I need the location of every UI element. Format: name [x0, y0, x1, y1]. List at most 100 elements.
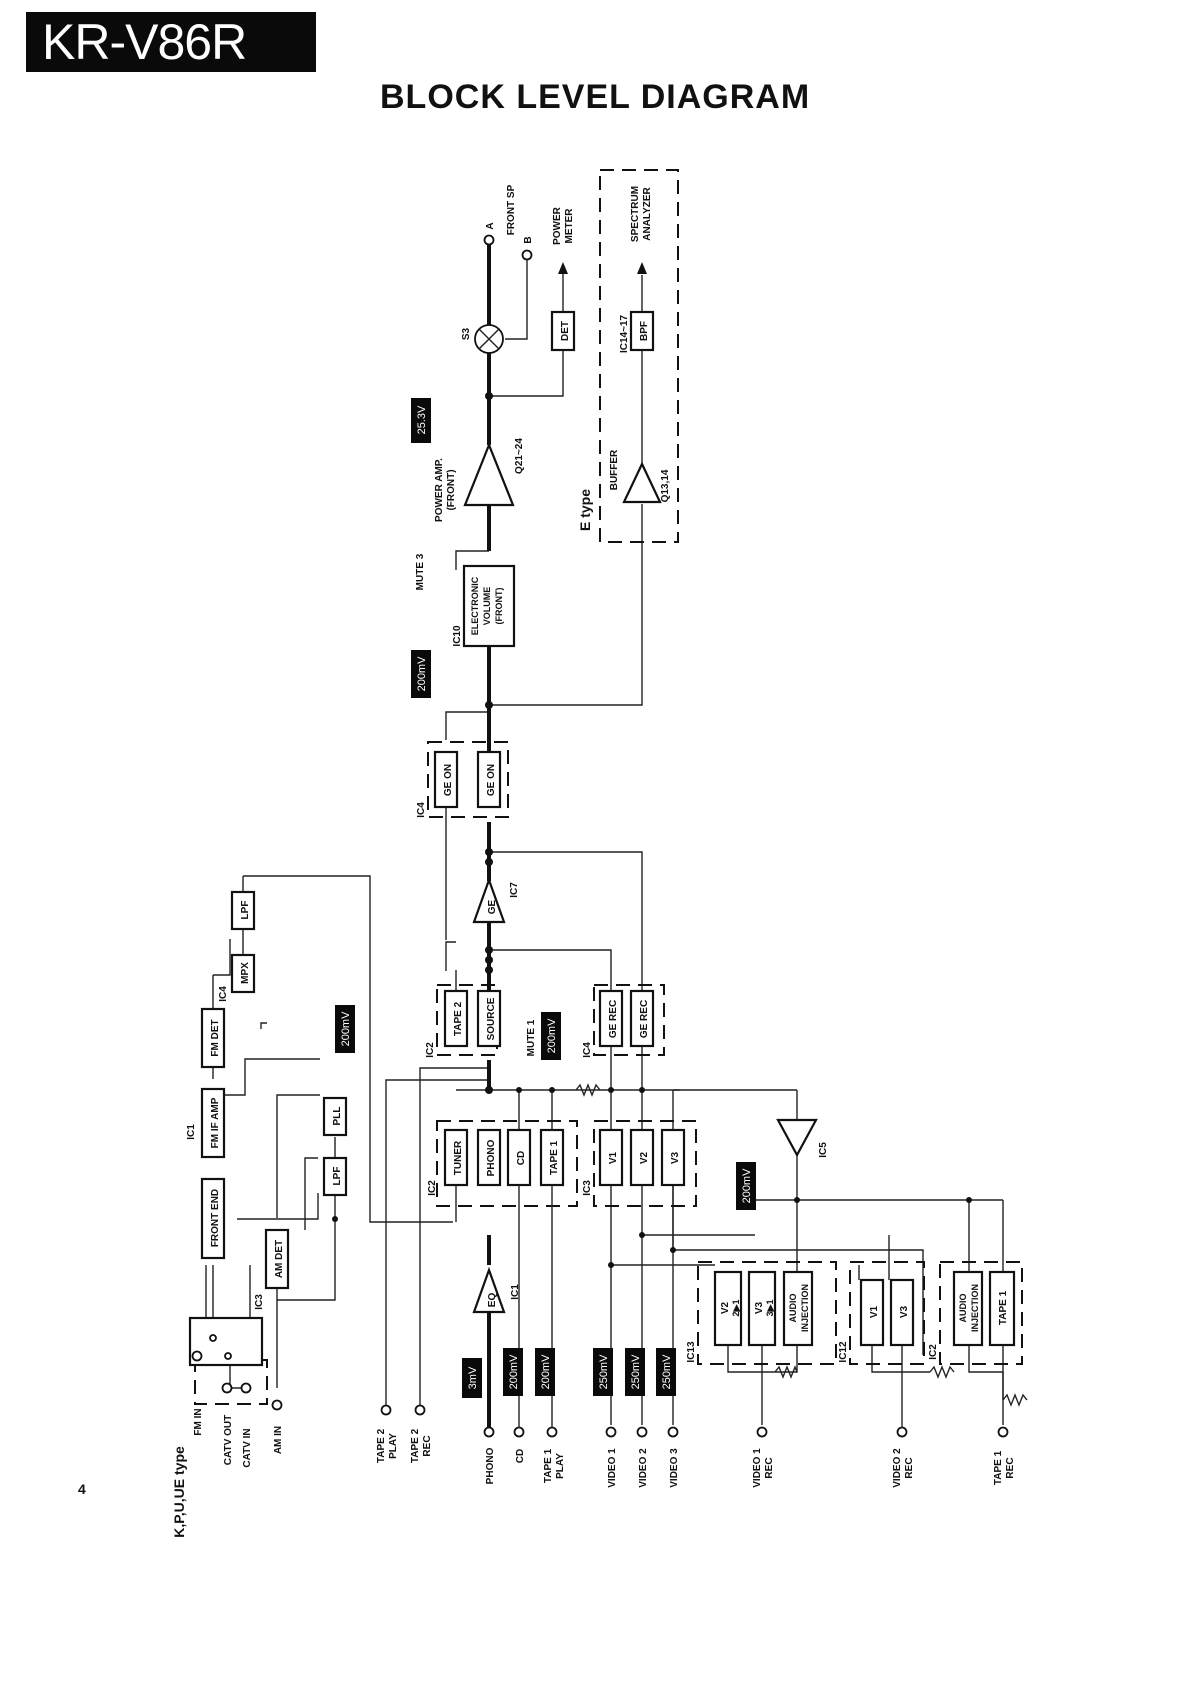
svg-text:METER: METER [564, 208, 575, 244]
svg-text:POWER AMP.: POWER AMP. [434, 458, 445, 522]
svg-text:FM IN: FM IN [193, 1408, 204, 1435]
level-phono: 3mV [462, 1358, 482, 1398]
svg-text:CD: CD [515, 1449, 526, 1463]
svg-text:VIDEO 2: VIDEO 2 [892, 1448, 903, 1488]
svg-text:V2: V2 [639, 1151, 650, 1164]
svg-text:AUDIO: AUDIO [958, 1294, 968, 1323]
svg-text:2▶1: 2▶1 [731, 1300, 741, 1317]
svg-text:IC2: IC2 [427, 1180, 438, 1196]
svg-text:TAPE 1: TAPE 1 [993, 1450, 1004, 1485]
block-tape2: TAPE 2 [443, 989, 469, 1048]
svg-text:CATV IN: CATV IN [242, 1428, 253, 1467]
amp-eq: EQ [472, 1266, 506, 1314]
model-badge: KR-V86R [26, 12, 316, 72]
block-v3: V3 [660, 1128, 686, 1187]
svg-text:AUDIO: AUDIO [788, 1294, 798, 1323]
page-number: 4 [78, 1481, 86, 1497]
svg-text:IC14~17: IC14~17 [619, 315, 630, 354]
svg-text:IC1: IC1 [510, 1284, 521, 1300]
block-ge-on-b: GE ON [476, 750, 502, 809]
block-bpf: BPF [629, 310, 655, 352]
block-audio-injection-ic2: AUDIO INJECTION [952, 1270, 984, 1347]
block-ge-rec-b: GE REC [629, 989, 655, 1048]
block-ic12-v3: V3 [889, 1278, 915, 1347]
svg-text:POWER: POWER [552, 206, 563, 245]
ic-labels: IC1 IC4 IC3 IC1 IC2 IC3 IC2 IC4 IC7 IC4 … [186, 315, 939, 1363]
svg-text:GE ON: GE ON [443, 764, 454, 796]
svg-text:E type: E type [577, 489, 593, 531]
svg-text:TUNER: TUNER [453, 1140, 464, 1175]
block-tape1: TAPE 1 [539, 1128, 565, 1187]
svg-text:MPX: MPX [240, 962, 251, 984]
svg-text:CD: CD [516, 1151, 527, 1165]
block-ge-on-a: GE ON [433, 750, 459, 809]
block-v1: V1 [598, 1128, 624, 1187]
block-fm-det: FM DET [200, 1007, 226, 1069]
svg-text:TAPE 1: TAPE 1 [998, 1290, 1009, 1325]
block-det: DET [550, 310, 576, 352]
svg-text:TAPE 2: TAPE 2 [453, 1001, 464, 1036]
svg-text:250mV: 250mV [598, 1354, 610, 1390]
svg-text:200mV: 200mV [508, 1354, 520, 1390]
svg-text:INJECTION: INJECTION [970, 1284, 980, 1332]
svg-text:GE: GE [487, 899, 498, 914]
svg-text:BPF: BPF [639, 321, 650, 341]
svg-text:200mV: 200mV [540, 1354, 552, 1390]
svg-text:PHONO: PHONO [486, 1139, 497, 1176]
svg-text:VIDEO 1: VIDEO 1 [607, 1448, 618, 1488]
svg-text:ELECTRONIC: ELECTRONIC [470, 576, 480, 635]
block-ic12-v1: V1 [859, 1278, 885, 1347]
level-cd: 200mV [535, 1348, 555, 1396]
block-mpx: MPX [230, 953, 256, 994]
level-badges: 200mV 200mV 25.3V 200mV 200mV 3mV 200mV … [335, 398, 756, 1398]
svg-text:V1: V1 [869, 1305, 880, 1318]
svg-text:AM IN: AM IN [273, 1426, 284, 1454]
svg-text:MUTE 1: MUTE 1 [526, 1019, 537, 1056]
svg-text:REC: REC [422, 1435, 433, 1456]
amp-power-front [463, 442, 515, 507]
svg-text:AM DET: AM DET [274, 1240, 285, 1278]
level-pwr-out: 25.3V [411, 398, 431, 443]
svg-text:Q21~24: Q21~24 [514, 438, 525, 474]
svg-text:3▶1: 3▶1 [765, 1300, 775, 1317]
svg-text:REC: REC [904, 1457, 915, 1478]
svg-text:IC12: IC12 [838, 1341, 849, 1363]
amp-buffer [622, 461, 662, 504]
level-video2: 250mV [625, 1348, 645, 1396]
block-v2: V2 [629, 1128, 655, 1187]
svg-text:IC10: IC10 [452, 625, 463, 647]
svg-text:(FRONT): (FRONT) [494, 588, 504, 625]
svg-text:25.3V: 25.3V [416, 405, 428, 434]
block-electronic-volume: ELECTRONIC VOLUME (FRONT) [462, 564, 516, 648]
block-pll: PLL [322, 1096, 348, 1137]
block-am-det: AM DET [264, 1228, 290, 1290]
svg-text:Q13,14: Q13,14 [660, 469, 671, 502]
svg-text:MUTE 3: MUTE 3 [415, 553, 426, 590]
level-ge-in: 200mV [335, 1005, 355, 1053]
block-phono: PHONO [476, 1128, 502, 1187]
svg-text:200mV: 200mV [340, 1011, 352, 1047]
svg-text:TAPE 2: TAPE 2 [376, 1428, 387, 1463]
svg-text:VIDEO 2: VIDEO 2 [638, 1448, 649, 1488]
block-front-end: FRONT END [200, 1177, 226, 1260]
block-fm-if-amp: FM IF AMP [200, 1087, 226, 1159]
block-audio-injection-ic13: AUDIO INJECTION [782, 1270, 814, 1347]
svg-text:TAPE 1: TAPE 1 [543, 1448, 554, 1483]
svg-text:VOLUME: VOLUME [482, 587, 492, 626]
svg-text:FM IF AMP: FM IF AMP [210, 1097, 221, 1148]
svg-text:IC13: IC13 [686, 1341, 697, 1363]
svg-text:LPF: LPF [240, 901, 251, 920]
svg-text:(FRONT): (FRONT) [446, 469, 457, 510]
block-tuner: TUNER [443, 1128, 469, 1187]
amp-labels: POWER AMP. (FRONT) BUFFER MUTE 1 MUTE 3 [415, 449, 620, 1056]
svg-text:SPECTRUM: SPECTRUM [630, 186, 641, 242]
level-eq-out: 200mV [503, 1348, 523, 1396]
output-labels: FRONT SP A B POWER METER SPECTRUM ANALYZ… [485, 184, 653, 244]
level-video1: 250mV [593, 1348, 613, 1396]
svg-text:V3: V3 [670, 1151, 681, 1164]
svg-text:VIDEO 3: VIDEO 3 [669, 1448, 680, 1488]
block-cd: CD [506, 1128, 532, 1187]
level-video3: 250mV [656, 1348, 676, 1396]
block-ic13-v3: V3 3▶1 [747, 1270, 777, 1347]
